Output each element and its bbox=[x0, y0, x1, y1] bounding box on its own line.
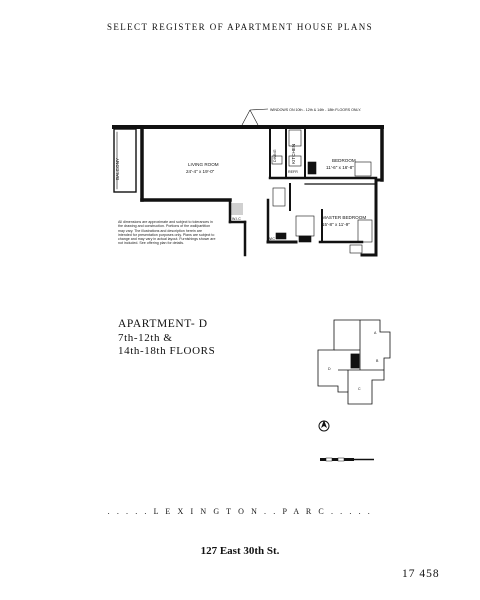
wic-label-1: W.I.C bbox=[232, 217, 241, 221]
bedroom-label: BEDROOM bbox=[332, 158, 356, 163]
refr-label: REFR bbox=[288, 170, 298, 174]
scale-bar-icon bbox=[320, 457, 374, 462]
keyplan-unit-b: B bbox=[376, 359, 379, 363]
apartment-floors-line1: 7th-12th & bbox=[118, 332, 173, 344]
walls bbox=[112, 125, 384, 257]
disclaimer-note: All dimensions are approximate and subje… bbox=[118, 220, 216, 246]
bedroom-dim: 11'-6" x 16'-8" bbox=[326, 165, 354, 170]
page-number: 17 458 bbox=[402, 568, 440, 580]
north-arrow-icon bbox=[318, 420, 330, 432]
fixtures bbox=[271, 129, 373, 254]
kitchen-label: KITCHEN bbox=[291, 144, 296, 164]
apartment-floors-line2: 14th-18th FLOORS bbox=[118, 345, 216, 357]
key-plan: A B C D bbox=[317, 319, 391, 405]
master-bedroom-label: MASTER BEDROOM bbox=[322, 215, 366, 220]
keyplan-unit-c: C bbox=[358, 387, 361, 391]
window-pointer bbox=[241, 109, 259, 126]
floor-plan: WINDOWS ON 10th - 12th & 14th - 18th FLO… bbox=[112, 108, 384, 257]
dining-label: DINING bbox=[273, 149, 277, 162]
stair bbox=[231, 203, 243, 215]
balcony-label: BALCONY bbox=[115, 158, 120, 180]
building-name: . . . . . L E X I N G T O N . . P A R C … bbox=[107, 507, 373, 516]
living-room-label: LIVING ROOM bbox=[188, 162, 219, 167]
windows-note: WINDOWS ON 10th - 12th & 14th - 18th FLO… bbox=[270, 108, 361, 112]
building-address: 127 East 30th St. bbox=[200, 545, 280, 557]
apartment-title: APARTMENT- D bbox=[118, 318, 208, 330]
master-bedroom-dim: 15'-8" x 11'-9" bbox=[322, 222, 350, 227]
keyplan-unit-d: D bbox=[328, 367, 331, 371]
register-header: SELECT REGISTER OF APARTMENT HOUSE PLANS bbox=[106, 22, 374, 32]
living-room-dim: 24'-4" x 19'-0" bbox=[186, 169, 215, 174]
keyplan-unit-a: A bbox=[374, 331, 377, 335]
wic-label-2: WIC bbox=[268, 237, 275, 241]
